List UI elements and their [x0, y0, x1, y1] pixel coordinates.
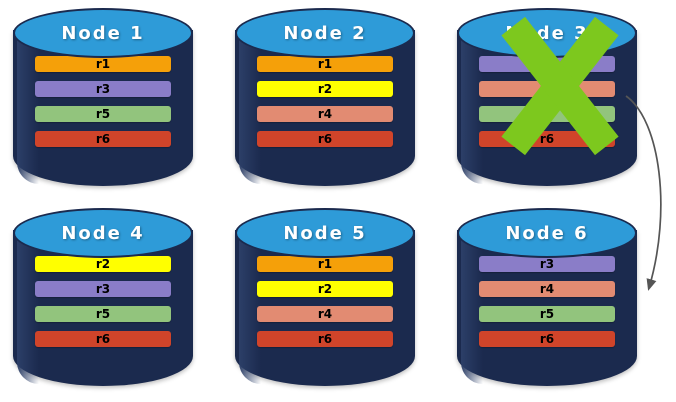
- replica-bar[interactable]: r2: [257, 81, 393, 97]
- node-cylinder-3[interactable]: Node 3 r3 r4 r5 r6: [457, 8, 637, 186]
- node-label-4: Node 4: [61, 222, 145, 244]
- replica-bar[interactable]: r3: [479, 56, 615, 72]
- replica-bar[interactable]: r4: [479, 81, 615, 97]
- replica-list-3: r3 r4 r5 r6: [457, 56, 637, 147]
- replica-bar[interactable]: r1: [257, 256, 393, 272]
- replica-bar[interactable]: r6: [479, 131, 615, 147]
- cylinder-top-4: [13, 208, 193, 258]
- replica-bar[interactable]: r4: [257, 306, 393, 322]
- node-label-6: Node 6: [505, 222, 589, 244]
- node-label-1: Node 1: [61, 22, 145, 44]
- replica-bar[interactable]: r2: [257, 281, 393, 297]
- replica-bar[interactable]: r6: [35, 331, 171, 347]
- replica-bar[interactable]: r3: [35, 281, 171, 297]
- node-cylinder-6[interactable]: Node 6 r3 r4 r5 r6: [457, 208, 637, 386]
- replica-bar[interactable]: r2: [35, 256, 171, 272]
- node-label-2: Node 2: [283, 22, 367, 44]
- replica-bar[interactable]: r4: [257, 106, 393, 122]
- cylinder-top-1: [13, 8, 193, 58]
- replica-bar[interactable]: r6: [257, 131, 393, 147]
- replica-list-1: r1 r3 r5 r6: [13, 56, 193, 147]
- replica-bar[interactable]: r6: [257, 331, 393, 347]
- replica-bar[interactable]: r5: [35, 106, 171, 122]
- node-cylinder-4[interactable]: Node 4 r2 r3 r5 r6: [13, 208, 193, 386]
- cylinder-top-2: [235, 8, 415, 58]
- cylinder-top-6: [457, 208, 637, 258]
- replica-bar[interactable]: r3: [35, 81, 171, 97]
- replica-bar[interactable]: r3: [479, 256, 615, 272]
- node-label-5: Node 5: [283, 222, 367, 244]
- replica-list-2: r1 r2 r4 r6: [235, 56, 415, 147]
- node-cylinder-1[interactable]: Node 1 r1 r3 r5 r6: [13, 8, 193, 186]
- replica-bar[interactable]: r5: [479, 106, 615, 122]
- replica-bar[interactable]: r1: [257, 56, 393, 72]
- replica-list-5: r1 r2 r4 r6: [235, 256, 415, 347]
- replica-bar[interactable]: r5: [479, 306, 615, 322]
- cylinder-top-5: [235, 208, 415, 258]
- replica-bar[interactable]: r1: [35, 56, 171, 72]
- replica-bar[interactable]: r5: [35, 306, 171, 322]
- replica-list-4: r2 r3 r5 r6: [13, 256, 193, 347]
- node-cylinder-5[interactable]: Node 5 r1 r2 r4 r6: [235, 208, 415, 386]
- node-label-3: Node 3: [505, 22, 589, 44]
- replica-bar[interactable]: r4: [479, 281, 615, 297]
- replica-bar[interactable]: r6: [35, 131, 171, 147]
- replica-bar[interactable]: r6: [479, 331, 615, 347]
- node-cylinder-2[interactable]: Node 2 r1 r2 r4 r6: [235, 8, 415, 186]
- replica-list-6: r3 r4 r5 r6: [457, 256, 637, 347]
